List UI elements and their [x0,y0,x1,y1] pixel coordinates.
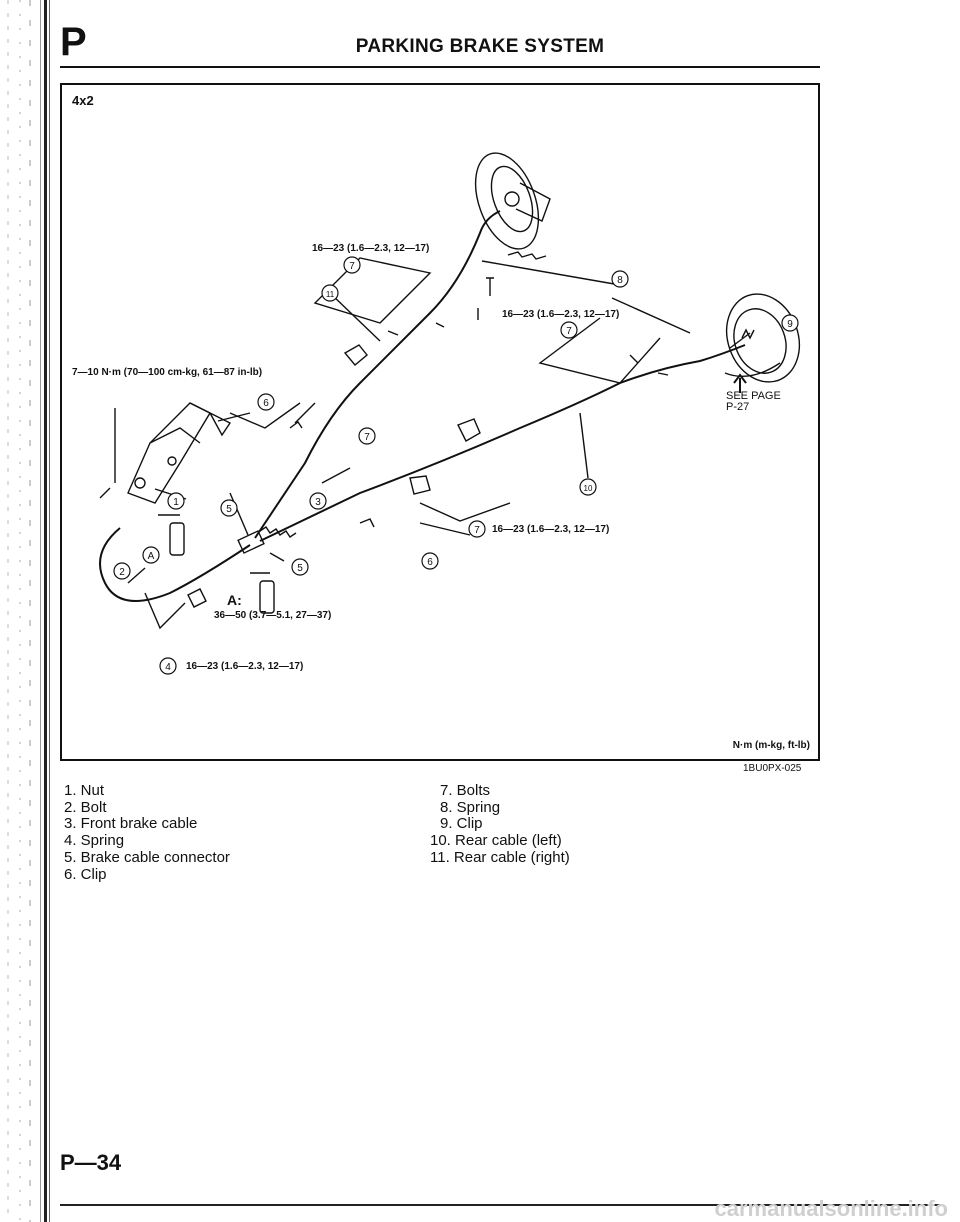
callout-6-lower-text: 6 [427,557,433,568]
callout-6-upper-text: 6 [263,398,269,409]
see-page-ref: SEE PAGE P-27 [726,391,781,413]
torque-units: N·m (m-kg, ft-lb) [732,740,810,751]
part-item-8: 8. Spring [440,798,501,816]
callout-7-mid: 7 [358,427,376,445]
variant-label: 4x2 [72,93,94,108]
callout-11-text: 11 [326,290,335,299]
part-item-6: 6. Clip [64,865,107,883]
callout-2-text: 4 [165,662,171,673]
figure-code: 1BU0PX-025 [743,763,802,774]
scan-binding-edge [7,0,50,1222]
torque-label-middle: 16—23 (1.6—2.3, 12—17) [492,524,610,535]
callout-6-lower: 6 [421,552,439,570]
footer-rule [60,1204,940,1206]
grease-can-1 [158,514,185,556]
part-item-4: 4. Spring [64,832,125,850]
section-letter: P [60,20,87,64]
front-brake-cable [99,527,251,602]
part-item-9: 9. Clip [440,815,483,833]
rear-drum-left [474,152,551,250]
parts-list-right: 7. Bolts 8. Spring 9. Clip 10. Rear cabl… [430,782,570,867]
callout-5-left: 5 [220,499,238,517]
part-item-1: 1. Nut [64,782,105,799]
part-item-3: 3. Front brake cable [64,815,198,833]
part-item-7: 7. Bolts [440,782,491,799]
callout-3-text: 2 [119,567,125,578]
part-item-11: 11. Rear cable (right) [430,848,570,866]
callout-3: 2 [113,562,131,580]
callout-7-right-text: 7 [566,326,572,337]
callout-A: A [142,546,160,564]
see-page-line2: P-27 [726,401,750,413]
callout-7-lower-text: 7 [474,525,480,536]
callout-9: 9 [781,314,799,332]
torque-label-right: 16—23 (1.6—2.3, 12—17) [502,309,620,320]
callout-7-top-text: 7 [349,261,355,272]
callout-A-text: A [148,551,155,562]
callout-4-text: 3 [315,497,321,508]
callout-8-text: 8 [617,275,623,286]
parking-lever [127,402,251,504]
see-page-line1: SEE PAGE [726,390,781,402]
part-item-10: 10. Rear cable (left) [430,832,562,850]
callout-7-mid-text: 7 [364,432,370,443]
callout-1-text: 1 [173,497,179,508]
callout-5-left-text: 5 [226,504,232,515]
callout-1: 1 [167,492,185,510]
part-item-5: 5. Brake cable connector [64,848,230,866]
figure-frame [60,83,820,761]
callout-5-right-text: 5 [297,563,303,574]
parts-list-left: 1. Nut 2. Bolt 3. Front brake cable 4. S… [64,782,230,883]
torque-label-upper: 16—23 (1.6—2.3, 12—17) [312,243,430,254]
rear-cable-left [259,344,746,542]
grease-marker: A: [227,592,242,608]
torque-label-lever: 7—10 N·m (70—100 cm-kg, 61—87 in-lb) [72,367,263,378]
callout-9-text: 9 [787,319,793,330]
callout-7-right: 7 [560,321,578,339]
parking-brake-diagram: 7 11 8 9 7 6 7 10 3 1 5 6 5 A 2 4 7 [99,152,801,675]
grease-can-2 [250,572,275,614]
callout-6-upper: 6 [257,393,275,411]
callout-8: 8 [611,270,629,288]
part-item-2: 2. Bolt [64,798,107,816]
callout-11: 11 [321,284,339,302]
torque-label-grease: 36—50 (3.7—5.1, 27—37) [214,610,332,621]
callout-10-text: 10 [584,484,593,493]
rear-cable-right [254,210,501,539]
callout-5-right: 5 [291,558,309,576]
header-rule [60,66,820,68]
rear-drum-right [724,293,801,383]
page-number: P—34 [60,1150,122,1175]
page-title: PARKING BRAKE SYSTEM [355,36,605,57]
callout-2: 4 [159,657,177,675]
callout-10: 10 [579,478,597,496]
torque-label-lower: 16—23 (1.6—2.3, 12—17) [186,661,304,672]
callout-7-lower: 7 [468,520,486,538]
callout-4: 3 [309,492,327,510]
callout-7-top: 7 [343,256,361,274]
watermark: carmanualsonline.info [714,1196,949,1221]
